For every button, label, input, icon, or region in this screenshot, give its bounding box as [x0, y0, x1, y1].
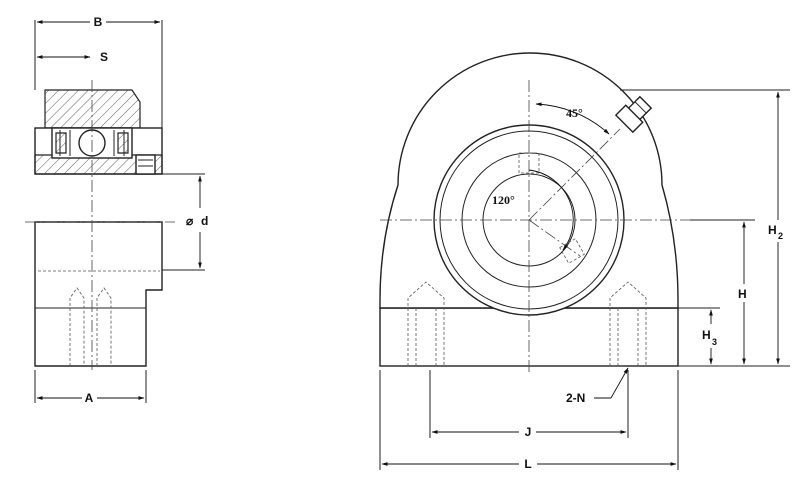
dim-s-label: S — [100, 50, 108, 64]
side-housing-body — [34, 221, 163, 367]
dim-h2-label: H — [768, 223, 777, 237]
angle-45-label: 45° — [566, 106, 583, 120]
dim-d-symbol: ⌀ — [186, 214, 194, 228]
front-view — [379, 52, 690, 372]
dim-l-label: L — [524, 457, 531, 471]
side-dimensions: B S ⌀ d A — [34, 15, 208, 405]
dim-h-label: H — [738, 287, 747, 301]
grease-fitting — [614, 95, 653, 134]
dim-a-label: A — [85, 391, 94, 405]
dim-h2-sub: 2 — [778, 231, 783, 241]
side-set-screw — [135, 154, 156, 175]
side-collar-section — [44, 89, 141, 129]
dim-d-label: d — [201, 214, 208, 228]
angle-120-label: 120° — [492, 193, 515, 207]
dim-b-label: B — [94, 15, 103, 29]
dim-2n-label: 2-N — [566, 391, 585, 405]
dim-j-label: J — [525, 425, 532, 439]
front-dimensions: 45° 120° H 2 H H 3 2-N J — [379, 89, 790, 471]
dim-h3-sub: 3 — [712, 337, 717, 347]
side-view — [25, 80, 175, 370]
dim-h3-label: H — [702, 328, 711, 342]
